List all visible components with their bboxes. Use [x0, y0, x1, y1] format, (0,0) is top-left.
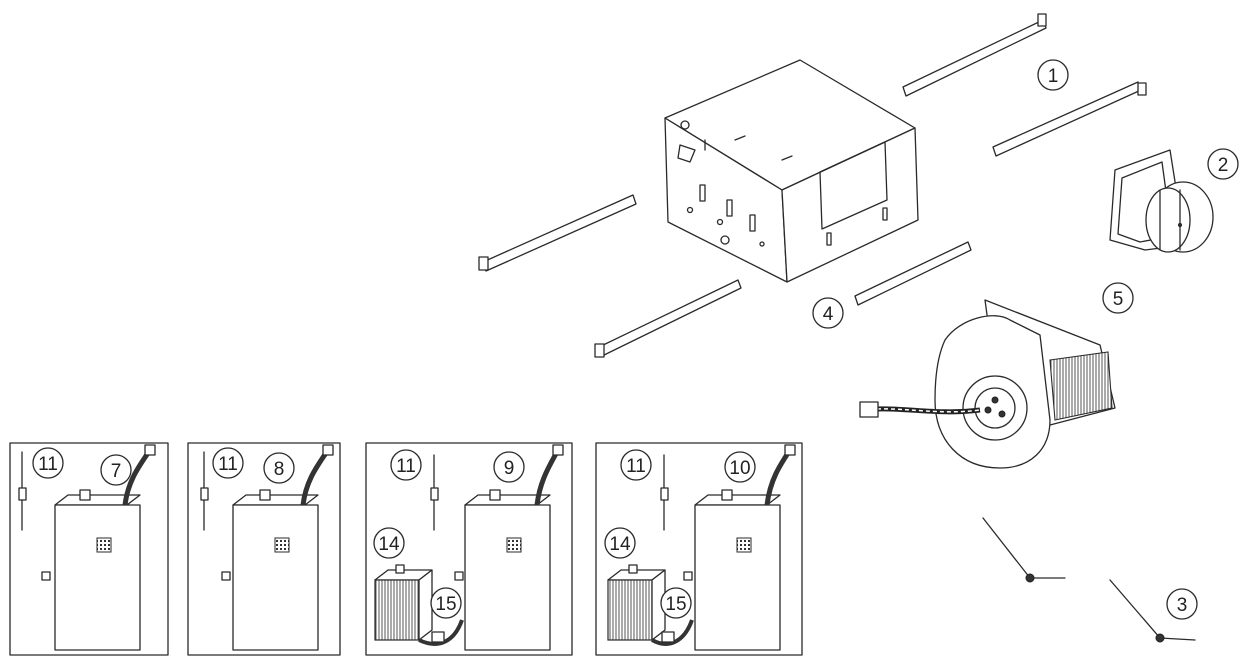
callout-3-label: 3: [1177, 595, 1188, 616]
callout-9: 9: [493, 451, 525, 483]
callout-1-label: 1: [1048, 66, 1059, 87]
callout-11-label: 11: [38, 454, 58, 475]
mounting-rail-left: [478, 194, 637, 272]
callout-14-panel-10: 14: [604, 527, 636, 559]
callout-11-panel-8: 11: [212, 447, 244, 479]
callout-7-label: 7: [111, 461, 122, 482]
callout-8: 8: [263, 452, 295, 484]
mounting-rail-lower-right: [854, 241, 972, 306]
callout-2: 2: [1207, 148, 1239, 180]
spring-clip-a: [982, 517, 1066, 583]
callout-11-label: 11: [218, 454, 238, 475]
callout-2-label: 2: [1218, 155, 1229, 176]
callout-4-label: 4: [823, 304, 834, 325]
callout-14-label: 14: [609, 534, 631, 555]
callout-11-label: 11: [626, 456, 646, 477]
callout-14-label: 14: [378, 534, 400, 555]
heater-panel-8: [187, 442, 341, 656]
callout-5-label: 5: [1113, 289, 1124, 310]
mounting-rail-upper-1: [902, 13, 1047, 97]
callout-3: 3: [1166, 588, 1198, 620]
spring-clip-b: [1109, 579, 1196, 643]
blower-fan: [859, 299, 1116, 469]
callout-7: 7: [100, 454, 132, 486]
heater-panel-7: [9, 442, 169, 656]
callout-15-panel-9: 15: [430, 587, 462, 619]
callout-15-label: 15: [665, 594, 686, 615]
callout-14-panel-9: 14: [373, 527, 405, 559]
callout-10: 10: [724, 451, 756, 483]
callout-11-panel-9: 11: [390, 449, 422, 481]
callout-11-panel-7: 11: [32, 447, 64, 479]
callout-8-label: 8: [274, 459, 285, 480]
callout-11-panel-10: 11: [620, 449, 652, 481]
mounting-rail-lower-left: [594, 279, 742, 358]
callout-1: 1: [1037, 59, 1069, 91]
callout-9-label: 9: [504, 458, 515, 479]
callout-5: 5: [1102, 282, 1134, 314]
callout-15-panel-10: 15: [660, 587, 692, 619]
callout-4: 4: [812, 297, 844, 329]
callout-11-label: 11: [396, 456, 416, 477]
callout-10-label: 10: [729, 458, 750, 479]
mounting-rail-upper-2: [992, 81, 1147, 157]
callout-15-label: 15: [435, 594, 456, 615]
duct-collar-damper: [1109, 149, 1214, 253]
main-housing-box: [664, 59, 919, 283]
